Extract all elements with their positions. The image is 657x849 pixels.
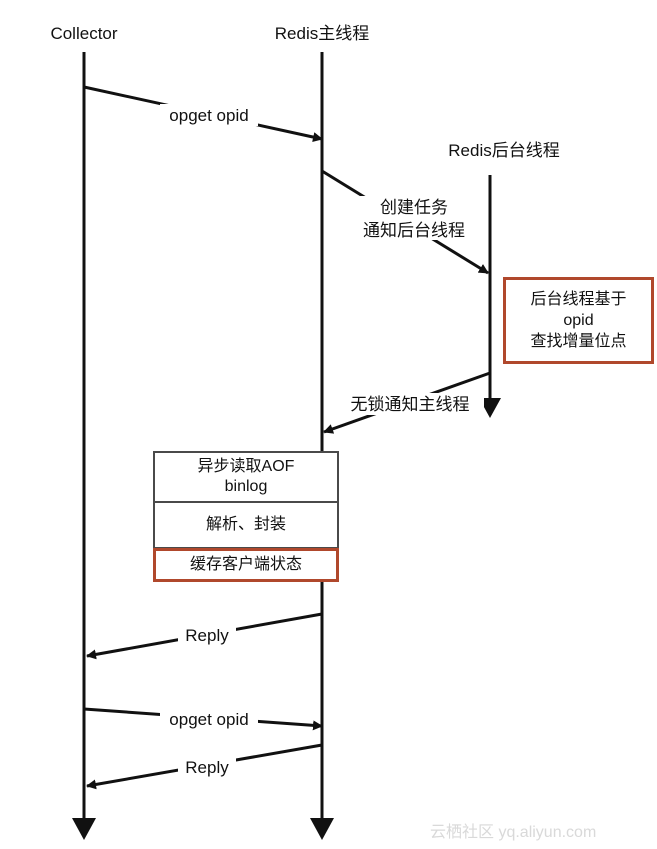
message-lockfree-notify-label: 无锁通知主线程 — [351, 395, 470, 414]
process-step-read-aof-line-2: binlog — [224, 478, 268, 495]
lane-title-collector: Collector — [50, 24, 117, 43]
label-bg — [352, 196, 476, 240]
message-opget-2-label: opget opid — [169, 710, 248, 729]
process-stack: 异步读取AOF binlog 解析、封装 缓存客户端状态 — [153, 451, 339, 582]
bg-lookup-line-1: 后台线程基于 — [530, 291, 627, 308]
label-bg — [178, 756, 236, 778]
process-step-cache-state-label: 缓存客户端状态 — [189, 556, 302, 573]
lane-title-redis-bg: Redis后台线程 — [448, 141, 559, 160]
label-bg — [178, 624, 236, 646]
bg-lookup-box: 后台线程基于 opid 查找增量位点 — [503, 277, 654, 364]
bg-lookup-line-3: 查找增量位点 — [530, 333, 627, 350]
process-step-parse-label: 解析、封装 — [205, 516, 286, 533]
message-create-task-label-2: 通知后台线程 — [363, 221, 465, 240]
lane-title-redis-main: Redis主线程 — [275, 24, 369, 43]
message-reply-2-label: Reply — [185, 758, 229, 777]
message-create-task-label-1: 创建任务 — [380, 198, 448, 217]
message-opget-1-label: opget opid — [169, 106, 248, 125]
watermark: 云栖社区 yq.aliyun.com — [430, 824, 597, 841]
lifeline-collector-arrowhead — [72, 818, 96, 840]
process-step-read-aof-line-1: 异步读取AOF — [197, 458, 295, 475]
bg-lookup-line-2: opid — [563, 312, 594, 329]
label-bg — [336, 393, 484, 415]
label-bg — [160, 104, 258, 126]
lifeline-redis-bg-arrowhead — [479, 398, 501, 418]
label-bg — [160, 708, 258, 730]
process-step-parse: 解析、封装 — [153, 501, 339, 549]
message-reply-1-label: Reply — [185, 626, 229, 645]
process-step-cache-state: 缓存客户端状态 — [153, 548, 339, 582]
lifeline-redis-main-arrowhead — [310, 818, 334, 840]
process-step-read-aof: 异步读取AOF binlog — [153, 451, 339, 503]
